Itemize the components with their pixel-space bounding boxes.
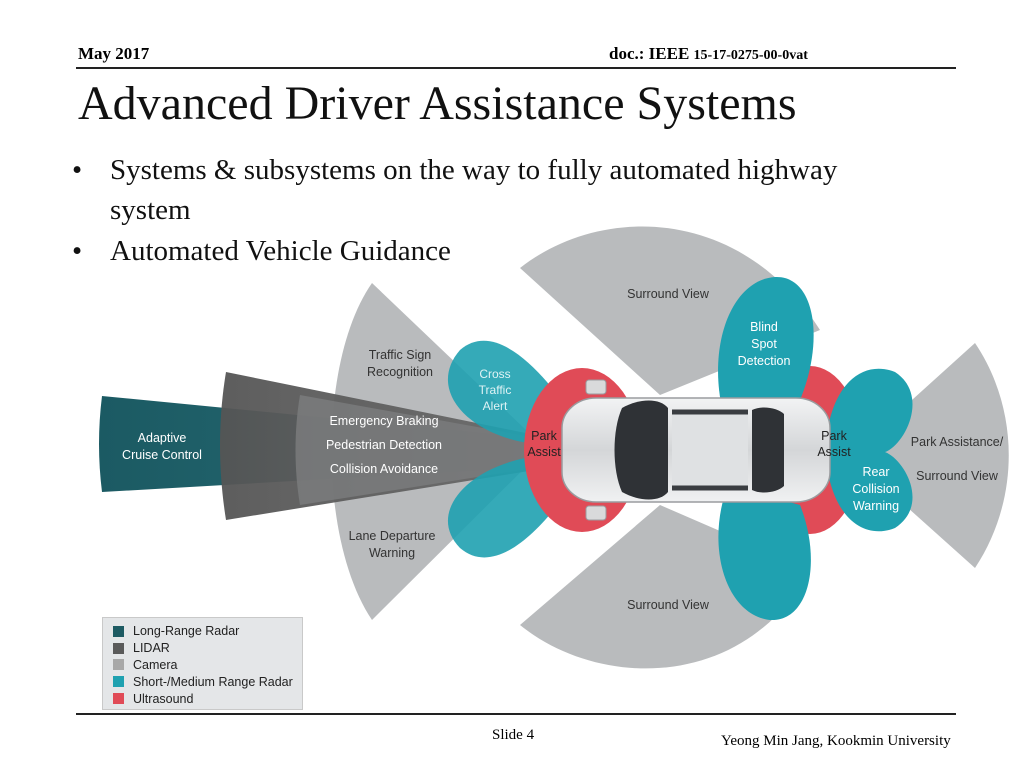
surround-lower-radar-zone — [718, 485, 811, 621]
bullet-text: Automated Vehicle Guidance — [110, 235, 451, 267]
bullet-glyph: • — [72, 235, 83, 267]
header-doc-id: doc.: IEEE 15-17-0275-00-0vat — [609, 44, 808, 64]
sensor-legend: Long-Range Radar LIDAR Camera Short-/Med… — [102, 617, 303, 710]
legend-label: Ultrasound — [133, 691, 194, 706]
bullet-text: Systems & subsystems on the way to fully… — [110, 154, 838, 186]
footer-rule — [76, 713, 956, 715]
lidar-inner-zone — [295, 395, 560, 505]
blind-spot-radar-zone — [718, 276, 814, 420]
legend-label: Camera — [133, 657, 178, 672]
legend-swatch — [113, 676, 124, 688]
legend-item-short-medium-radar: Short-/Medium Range Radar — [113, 673, 302, 690]
header-date: May 2017 — [78, 44, 150, 63]
doc-prefix: doc.: IEEE — [609, 44, 690, 63]
surround-view-bottom-label: Surround View — [627, 598, 710, 612]
bullet-glyph: • — [72, 154, 83, 186]
legend-swatch — [113, 625, 124, 637]
legend-item-lidar: LIDAR — [113, 640, 302, 657]
collision-avoidance-label: Collision Avoidance — [330, 462, 438, 476]
legend-item-ultrasound: Ultrasound — [113, 690, 302, 707]
emergency-braking-label: Emergency Braking — [329, 414, 438, 428]
doc-number: 15-17-0275-00-0vat — [693, 48, 808, 63]
legend-label: Long-Range Radar — [133, 624, 240, 639]
header-rule — [76, 67, 956, 69]
park-assistance-surround-label: Park Assistance/Surround View — [911, 435, 1004, 483]
legend-swatch — [113, 642, 124, 654]
legend-label: Short-/Medium Range Radar — [133, 674, 293, 689]
rear-collision-radar-zone — [825, 368, 913, 532]
legend-label: LIDAR — [133, 641, 170, 656]
camera-rear-zone — [850, 343, 1009, 568]
legend-item-camera: Camera — [113, 657, 302, 674]
legend-item-long-range-radar: Long-Range Radar — [113, 623, 302, 640]
bullet-text: system — [110, 194, 191, 226]
footer-author: Yeong Min Jang, Kookmin University — [721, 733, 951, 749]
legend-swatch — [113, 659, 124, 671]
slide-title: Advanced Driver Assistance Systems — [78, 77, 797, 130]
surround-view-top-label: Surround View — [627, 287, 710, 301]
legend-swatch — [113, 693, 124, 705]
car-illustration — [561, 379, 831, 521]
pedestrian-detection-label: Pedestrian Detection — [326, 438, 442, 452]
slide-number: Slide 4 — [492, 727, 535, 743]
